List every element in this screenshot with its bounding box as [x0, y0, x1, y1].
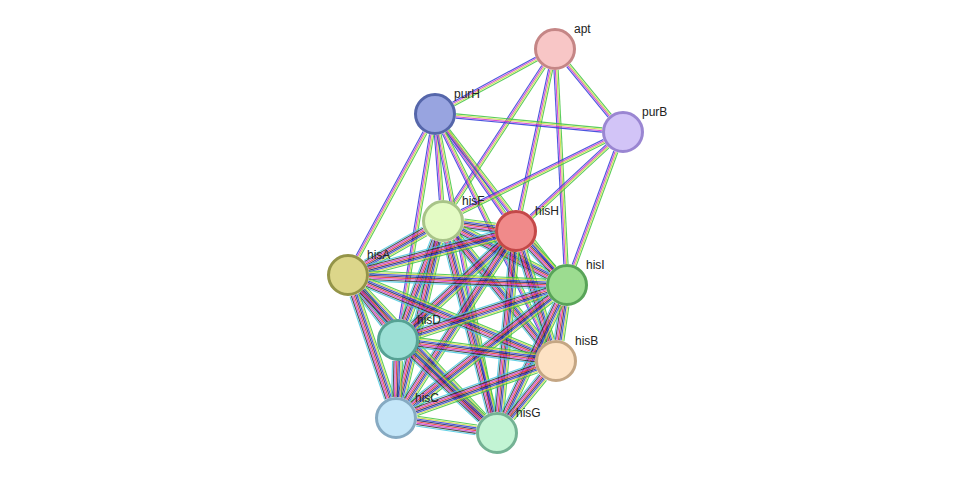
- interaction-bundle: [507, 374, 547, 420]
- interaction-bundle: [418, 338, 536, 363]
- interaction-bundle: [567, 64, 612, 117]
- protein-node: hisC: [375, 397, 417, 439]
- evidence-line: [414, 363, 534, 406]
- interaction-bundle: [554, 305, 569, 341]
- evidence-line: [369, 281, 546, 289]
- evidence-line: [398, 361, 400, 397]
- evidence-line: [569, 65, 610, 116]
- evidence-line: [391, 361, 393, 397]
- evidence-line: [462, 141, 604, 211]
- interaction-edge: [401, 361, 403, 397]
- protein-node: purH: [414, 93, 456, 135]
- protein-name: apt: [574, 22, 591, 36]
- protein-node: hisG: [476, 412, 518, 454]
- interaction-bundle: [416, 416, 477, 435]
- interaction-bundle: [518, 69, 552, 211]
- protein-node: hisB: [535, 340, 577, 382]
- evidence-line: [567, 67, 608, 118]
- protein-name: hisG: [516, 406, 541, 420]
- evidence-line: [394, 361, 396, 397]
- protein-name: hisC: [415, 391, 439, 405]
- interaction-bundle: [461, 139, 605, 213]
- evidence-line: [419, 345, 535, 360]
- interaction-edge: [456, 114, 602, 128]
- interaction-edge: [576, 152, 618, 266]
- interaction-bundle: [364, 227, 427, 269]
- interaction-edge: [417, 351, 485, 415]
- evidence-line: [456, 118, 602, 132]
- evidence-line: [399, 361, 401, 397]
- evidence-line: [369, 279, 546, 287]
- protein-name: purB: [642, 105, 667, 119]
- evidence-line: [554, 70, 564, 264]
- interaction-edge: [522, 70, 552, 211]
- evidence-line: [395, 361, 397, 397]
- protein-name: purH: [454, 87, 480, 101]
- evidence-line: [568, 66, 609, 117]
- protein-node: hisF: [422, 200, 464, 242]
- evidence-line: [416, 426, 475, 435]
- evidence-line: [530, 247, 552, 270]
- interaction-edge: [570, 64, 611, 115]
- evidence-line: [456, 117, 602, 131]
- protein-node: hisH: [495, 210, 537, 252]
- protein-node: hisD: [377, 319, 419, 361]
- protein-node: hisI: [546, 264, 588, 306]
- evidence-line: [418, 346, 534, 361]
- evidence-line: [397, 361, 399, 397]
- protein-name: hisA: [367, 248, 390, 262]
- interaction-bundle: [392, 361, 403, 397]
- evidence-line: [518, 69, 548, 210]
- evidence-line: [462, 142, 604, 212]
- interaction-edge: [366, 287, 486, 414]
- interaction-bundle: [463, 219, 496, 233]
- evidence-line: [419, 343, 535, 358]
- protein-node: purB: [602, 111, 644, 153]
- evidence-line: [461, 139, 603, 209]
- interaction-bundle: [456, 114, 603, 132]
- protein-node: apt: [534, 28, 576, 70]
- protein-name: hisB: [575, 334, 598, 348]
- interaction-bundle: [572, 151, 618, 266]
- evidence-line: [521, 70, 551, 211]
- evidence-line: [456, 115, 602, 129]
- evidence-line: [575, 152, 617, 266]
- protein-name: hisD: [417, 313, 441, 327]
- protein-node: hisA: [327, 254, 369, 296]
- interaction-edge: [463, 143, 605, 213]
- evidence-line: [520, 69, 550, 210]
- protein-name: hisH: [535, 204, 559, 218]
- evidence-line: [574, 151, 616, 265]
- evidence-line: [392, 361, 394, 397]
- evidence-line: [572, 151, 614, 265]
- interaction-bundle: [369, 271, 546, 289]
- evidence-line: [418, 348, 534, 363]
- interaction-edge: [558, 70, 568, 264]
- protein-name: hisF: [462, 194, 485, 208]
- evidence-line: [416, 425, 475, 434]
- evidence-line: [417, 288, 546, 330]
- protein-name: hisI: [586, 258, 605, 272]
- evidence-line: [452, 57, 535, 102]
